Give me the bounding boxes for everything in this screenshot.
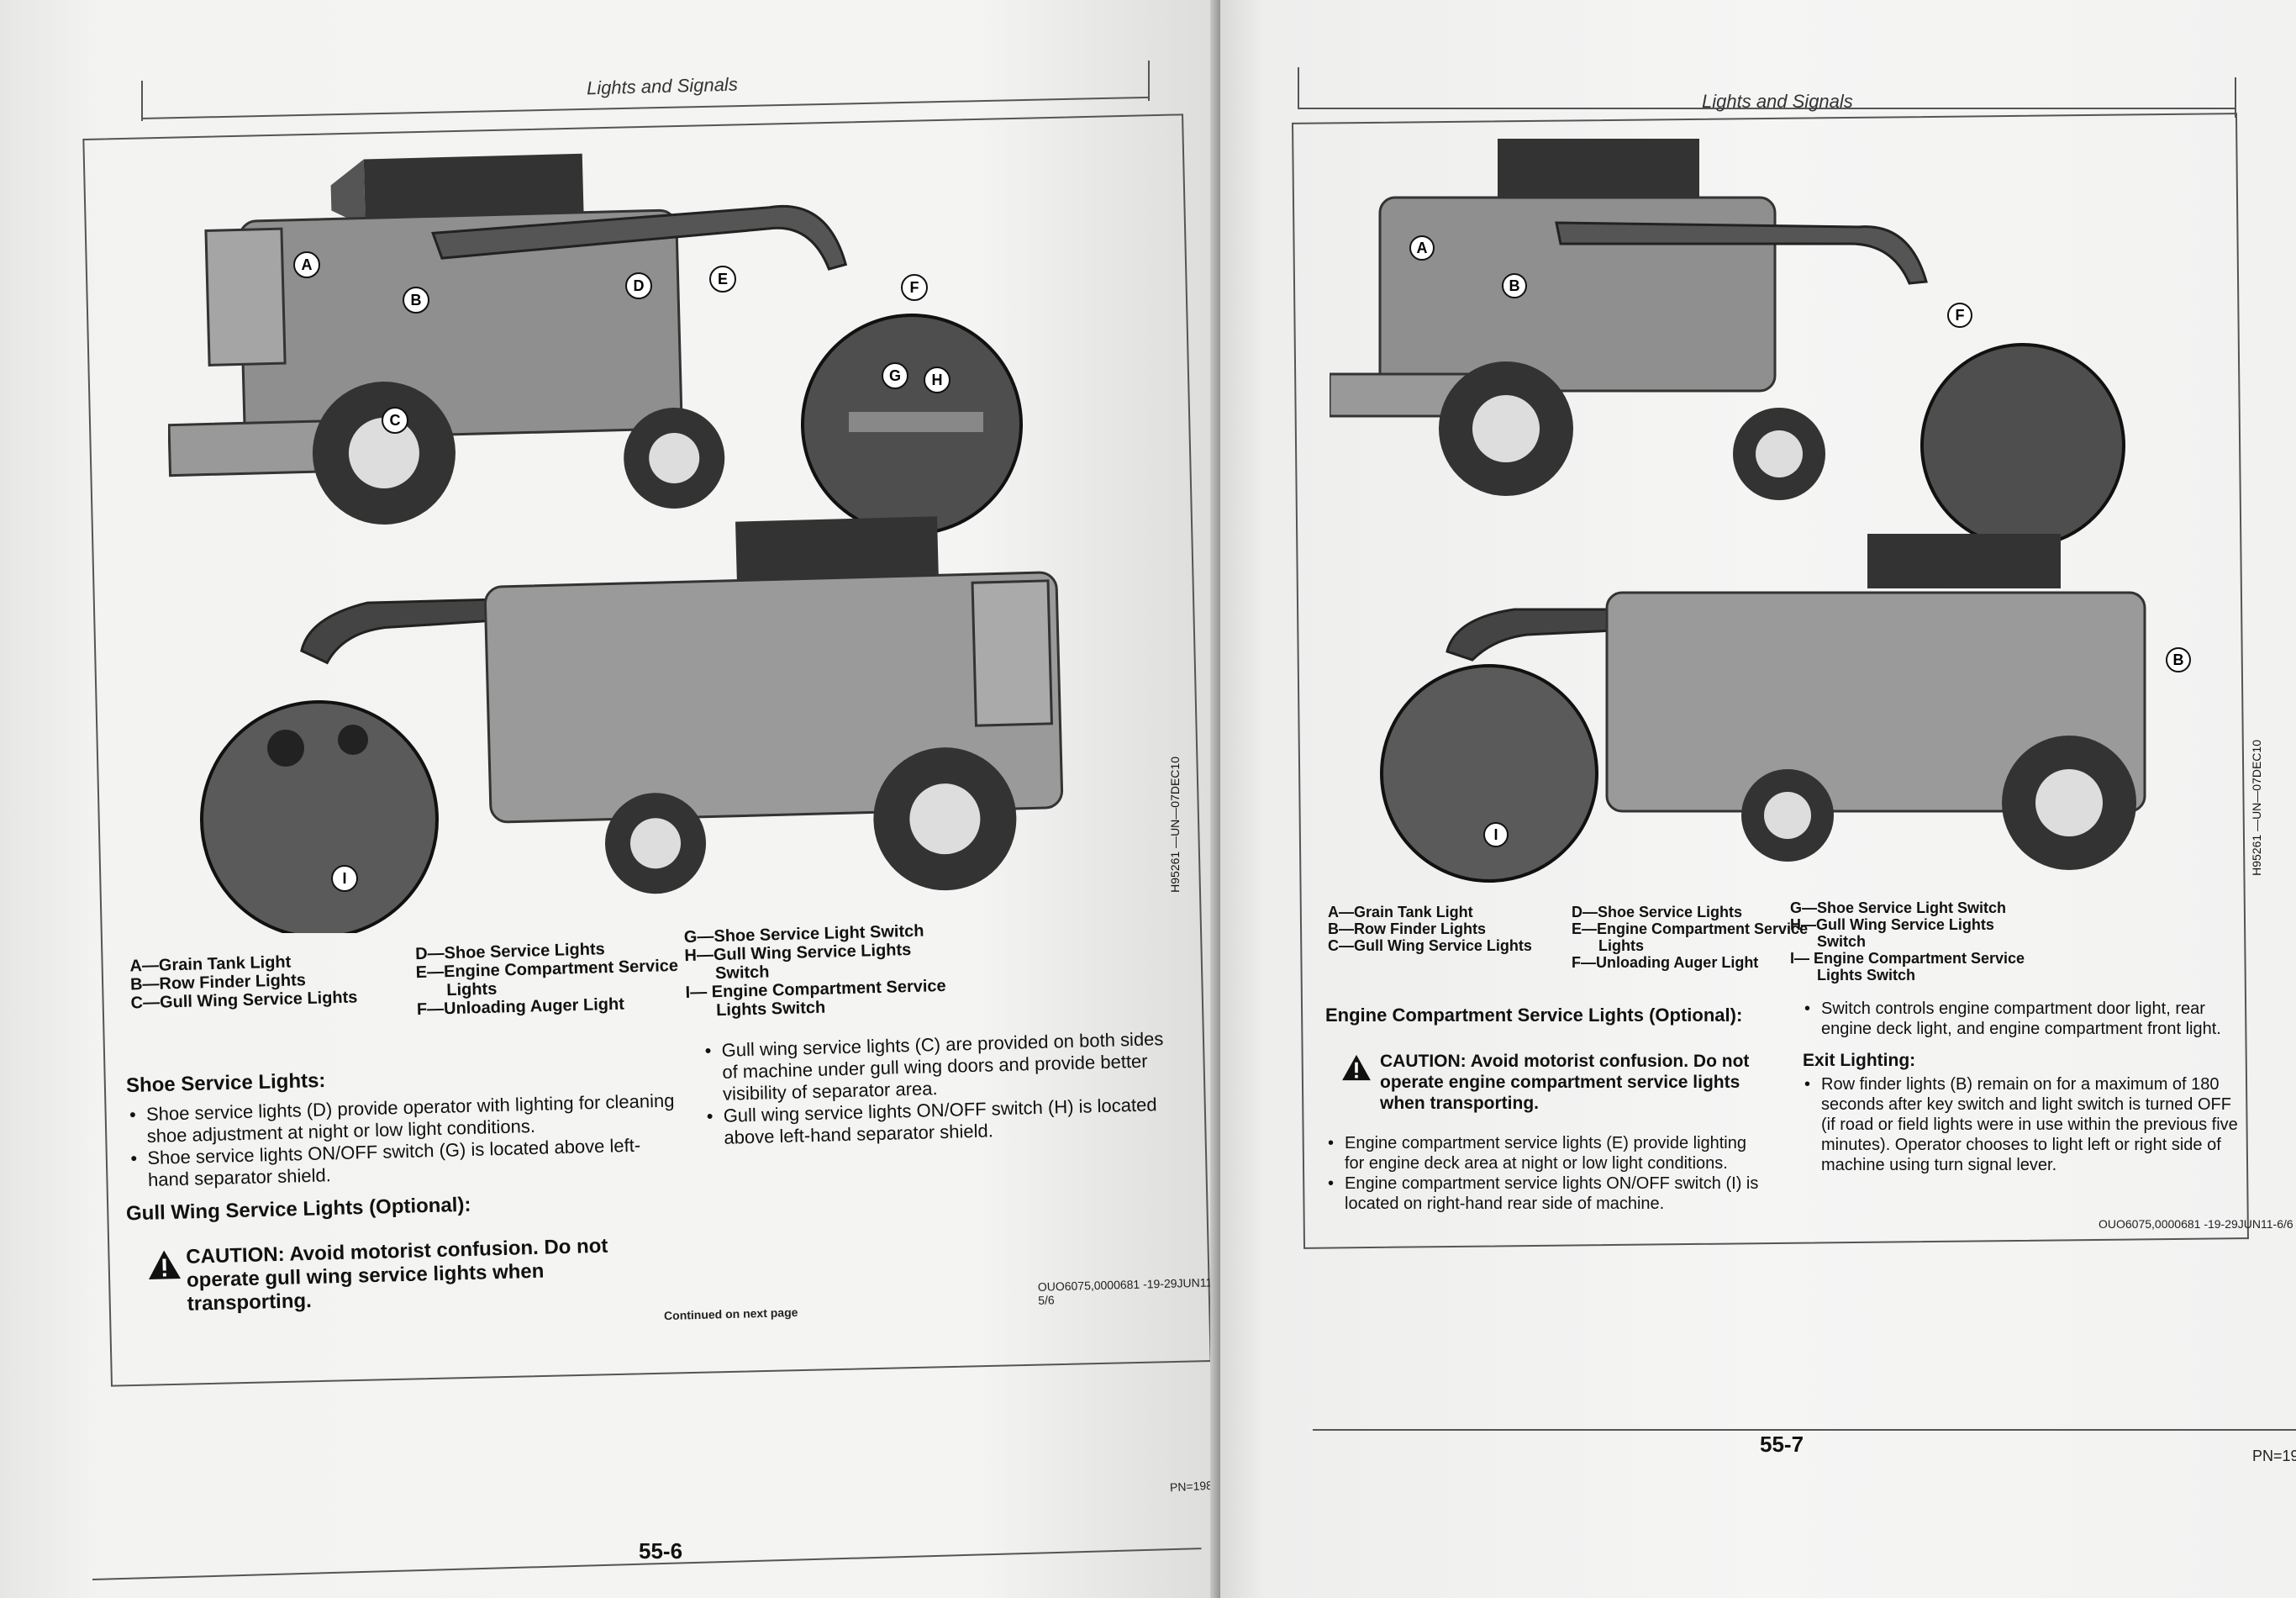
callout-list-col1: A—Grain Tank Light B—Row Finder Lights C… [129,951,357,1013]
header-tick [141,81,143,121]
callout-f-marker: F [901,274,928,301]
callout-b-marker: B [1502,273,1527,298]
callout-item: D—Shoe Service Lights [1572,904,1743,920]
callout-i-marker: I [331,865,358,892]
svg-text:I: I [1493,826,1498,843]
bullet-item: Row finder lights (B) remain on for a ma… [1804,1074,2241,1175]
callout-g-marker: G [882,362,908,389]
figure-id: H95261 —UN—07DEC10 [1168,757,1182,893]
caution-box: CAUTION: Avoid motorist confusion. Do no… [149,1234,624,1316]
exit-bullets: Row finder lights (B) remain on for a ma… [1804,1074,2241,1175]
callout-a-marker: A [293,251,320,278]
header-tick [1298,67,1299,108]
callout-list-col2: D—Shoe Service Lights E—Engine Compartme… [415,938,680,1019]
pn-label: PN=19 [2252,1448,2296,1464]
exit-heading: Exit Lighting: [1803,1051,1916,1070]
callout-list-col3: G—Shoe Service Light Switch H—Gull Wing … [1790,899,2025,984]
callout-item: H—Gull Wing Service Lights [1790,916,1994,933]
svg-text:H: H [932,372,943,388]
header-tick [1148,61,1150,101]
svg-text:A: A [1417,240,1428,256]
callout-a-marker: A [1409,235,1435,261]
detail-circle-bottom [200,700,439,933]
page-header: Lights and Signals [586,73,739,99]
footer-rule [1313,1429,2296,1431]
warning-icon [149,1250,182,1279]
combine-illustration: A B D E F G H C I [168,153,1064,933]
svg-text:B: B [1509,277,1520,294]
callout-i-marker: I [1483,822,1509,847]
switch-bullets: Switch controls engine compartment door … [1804,999,2241,1039]
svg-text:G: G [889,367,901,384]
figure-id: H95261 —UN—07DEC10 [2250,740,2263,876]
callout-item: Lights Switch [1817,967,1915,984]
bullet-item: Engine compartment service lights ON/OFF… [1328,1173,1765,1214]
engine-heading: Engine Compartment Service Lights (Optio… [1325,1005,1743,1026]
caution-text: CAUTION: Avoid motorist confusion. Do no… [185,1234,608,1316]
callout-item: A—Grain Tank Light [1328,904,1473,920]
combine-left-side [1330,139,1928,500]
gull-bullets: Gull wing service lights (C) are provide… [704,1028,1177,1150]
callout-b-marker: B [403,287,429,314]
bullet-item: Switch controls engine compartment door … [1804,999,2241,1039]
reference-code: OUO6075,0000681 -19-29JUN11-5/6 [1037,1275,1217,1307]
header-rule [140,96,1150,119]
combine-left-side [168,153,848,525]
svg-text:E: E [718,271,728,287]
engine-bullets: Engine compartment service lights (E) pr… [1328,1133,1765,1214]
detail-circle-top [801,314,1023,535]
svg-text:C: C [390,412,401,429]
detail-circle-top [1920,343,2125,548]
callout-c-marker: C [382,407,408,434]
callout-f-marker: F [1947,303,1972,328]
callout-item: I— Engine Compartment Service [1790,950,2025,967]
svg-text:A: A [302,256,313,273]
combine-right-side [1446,534,2146,870]
callout-b-marker: B [2166,647,2191,672]
callout-item: E—Engine Compartment Service [1572,920,1809,937]
pn-label: PN=198 [1169,1478,1214,1495]
callout-item: B—Row Finder Lights [1328,920,1486,937]
caution-text: CAUTION: Avoid motorist confusion. Do no… [1380,1052,1750,1113]
caution-box: CAUTION: Avoid motorist confusion. Do no… [1342,1051,1758,1114]
bullet-item: Engine compartment service lights (E) pr… [1328,1133,1765,1173]
combine-right-side [300,516,1064,894]
reference-code: OUO6075,0000681 -19-29JUN11-6/6 [2099,1217,2293,1231]
svg-text:F: F [910,279,919,296]
callout-item: Switch [1817,933,1867,950]
svg-text:B: B [411,292,422,309]
svg-text:D: D [634,277,645,294]
combine-illustration: A B F B I [1330,139,2191,883]
callout-item: C—Gull Wing Service Lights [1328,937,1532,954]
callout-h-marker: H [924,367,951,393]
left-page: Lights and Signals [0,0,1220,1598]
page-number: 55-6 [639,1538,683,1564]
callout-d-marker: D [625,272,652,299]
svg-text:I: I [342,870,346,887]
callout-item: G—Shoe Service Light Switch [1790,899,2007,916]
svg-text:F: F [1956,307,1965,324]
callout-item: F—Unloading Auger Light [1572,954,1759,971]
bullet-item: Gull wing service lights (C) are provide… [704,1028,1177,1106]
page-header: Lights and Signals [1702,91,1853,112]
right-page: Lights and Signals A B F B I H95261 —UN—… [1220,0,2296,1598]
callout-e-marker: E [709,266,736,293]
callout-list-col1: A—Grain Tank Light B—Row Finder Lights C… [1328,904,1532,954]
callout-list-col2: D—Shoe Service Lights E—Engine Compartme… [1572,904,1808,971]
svg-text:B: B [2173,651,2184,668]
page-number: 55-7 [1760,1432,1804,1457]
header-rule [1298,108,2235,109]
detail-circle-bottom [1380,664,1598,883]
callout-item: Lights [1598,937,1644,954]
shoe-bullets: Shoe service lights (D) provide operator… [129,1090,677,1192]
header-tick [2235,77,2236,118]
warning-icon [1342,1054,1371,1081]
callout-list-col3: G—Shoe Service Light Switch H—Gull Wing … [684,921,947,1021]
